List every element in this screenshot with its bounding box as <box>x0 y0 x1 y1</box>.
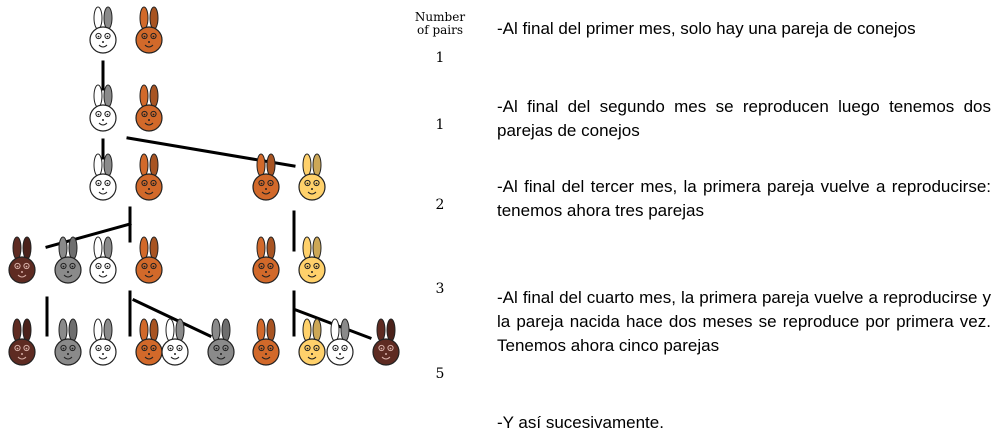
pair-count-gen-2: 1 <box>435 117 445 133</box>
rabbit-g5-p3-right <box>207 318 235 366</box>
header-line-1: Number <box>414 10 466 24</box>
description-month-4: -Al final del cuarto mes, la primera par… <box>497 288 991 355</box>
rabbit-g3-p1-right <box>135 153 163 201</box>
description-month-3: -Al final del tercer mes, la primera par… <box>497 177 991 220</box>
rabbit-g4-p2-right <box>135 236 163 284</box>
rabbit-g1-p1-right <box>135 6 163 54</box>
rabbit-g5-p2-right <box>135 318 163 366</box>
description-month-1: -Al final del primer mes, solo hay una p… <box>497 19 916 38</box>
rabbit-g2-p1-right <box>135 84 163 132</box>
line-gen4-gen5-offspring-a <box>132 298 212 338</box>
rabbit-g4-p1-right <box>54 236 82 284</box>
description-month-2: -Al final del segundo mes se reproducen … <box>497 97 991 140</box>
rabbit-g1-p1-left <box>89 6 117 54</box>
rabbit-g5-p4-left <box>252 318 280 366</box>
rabbit-g5-p1-left <box>8 318 36 366</box>
rabbit-g5-p3-left <box>161 318 189 366</box>
rabbit-g3-p2-left <box>252 153 280 201</box>
rabbit-g5-p2-left <box>89 318 117 366</box>
rabbit-g5-p4-right <box>298 318 326 366</box>
pair-count-gen-5: 5 <box>435 366 445 382</box>
rabbit-g3-p2-right <box>298 153 326 201</box>
rabbit-g5-p5-right <box>372 318 400 366</box>
pair-count-gen-3: 2 <box>435 197 445 213</box>
rabbit-g3-p1-left <box>89 153 117 201</box>
rabbit-g2-p1-left <box>89 84 117 132</box>
description-conclusion: -Y así sucesivamente. <box>497 413 664 432</box>
rabbit-g5-p1-right <box>54 318 82 366</box>
pair-count-gen-4: 3 <box>435 281 445 297</box>
rabbit-g5-p5-left <box>326 318 354 366</box>
header-line-2: of pairs <box>416 23 464 37</box>
number-of-pairs-header: Number of pairs <box>400 11 480 37</box>
rabbit-g4-p3-left <box>252 236 280 284</box>
rabbit-g4-p2-left <box>89 236 117 284</box>
rabbit-family-tree <box>8 6 400 366</box>
pair-count-gen-1: 1 <box>435 50 445 66</box>
rabbit-g4-p3-right <box>298 236 326 284</box>
rabbit-g4-p1-left <box>8 236 36 284</box>
line-gen2-gen3-offspring <box>126 136 296 168</box>
